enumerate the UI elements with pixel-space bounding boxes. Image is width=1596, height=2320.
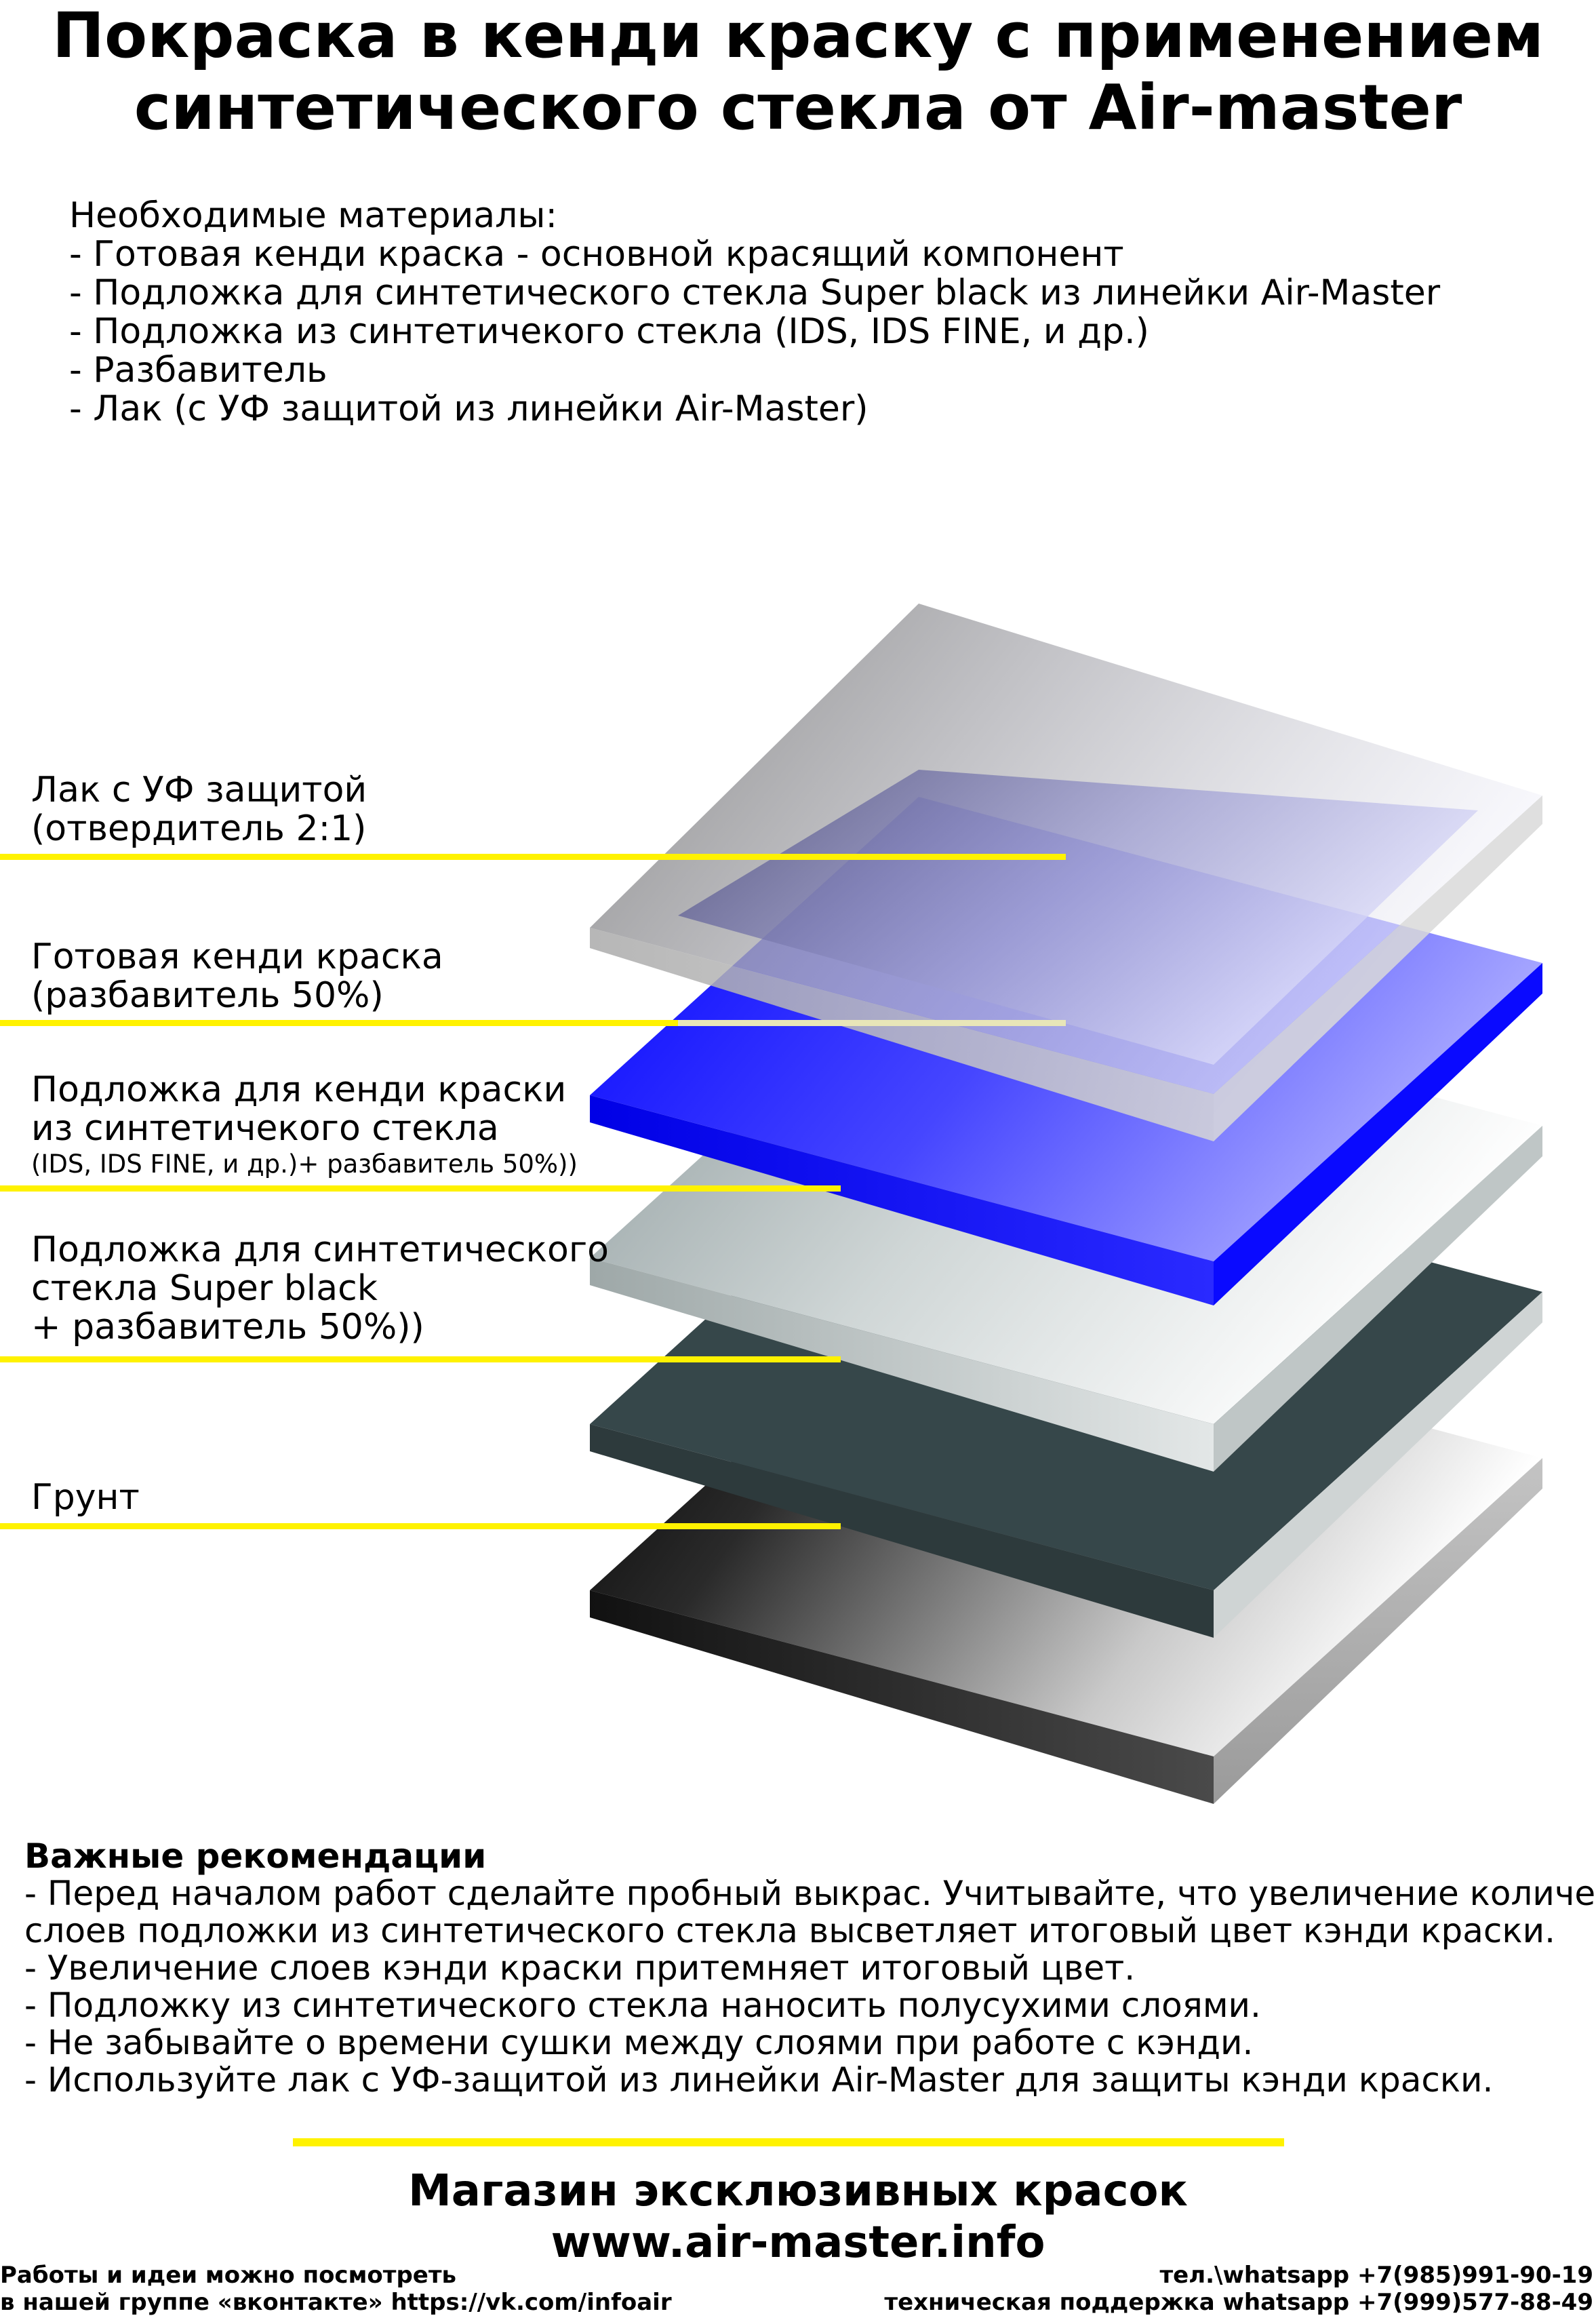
glass-base-label-line: Подложка для кенди краски xyxy=(31,1069,567,1110)
footer-social: Работы и идеи можно посмотреть в нашей г… xyxy=(0,2262,672,2316)
recommendation-item: - Не забывайте о времени сушки между сло… xyxy=(24,2023,1254,2062)
recommendation-item: - Используйте лак с УФ-защитой из линейк… xyxy=(24,2060,1494,2100)
title-line-2: синтетического стекла от Air-master xyxy=(134,71,1462,144)
materials-item: - Разбавитель xyxy=(69,350,327,391)
footer-social-line: Работы и идеи можно посмотреть xyxy=(0,2262,457,2289)
materials-list: Необходимые материалы: - Готовая кенди к… xyxy=(69,197,1440,429)
super-black-label-line: + разбавитель 50%)) xyxy=(31,1307,424,1348)
glass-base-label-line: из синтетичекого стекла xyxy=(31,1108,499,1149)
super-black-label: Подложка для синтетического стекла Super… xyxy=(31,1231,609,1347)
layer-stack-diagram xyxy=(0,604,1542,1804)
materials-item: - Подложка из синтетичекого стекла (IDS,… xyxy=(69,311,1149,352)
separator-line xyxy=(293,2138,1284,2146)
super-black-leader-line xyxy=(0,1356,841,1362)
recommendation-item: слоев подложки из синтетического стекла … xyxy=(24,1911,1556,1950)
materials-heading: Необходимые материалы: xyxy=(69,195,557,236)
primer-label-line: Грунт xyxy=(31,1477,140,1518)
lacquer-label: Лак с УФ защитой (отвердитель 2:1) xyxy=(31,771,367,848)
lacquer-label-line: Лак с УФ защитой xyxy=(31,770,367,810)
glass-base-label-note: (IDS, IDS FINE, и др.)+ разбавитель 50%)… xyxy=(31,1149,578,1179)
super-black-label-line: стекла Super black xyxy=(31,1268,378,1309)
page-title: Покраска в кенди краску с применением си… xyxy=(0,0,1596,144)
shop-name: Магазин эксклюзивных красок xyxy=(408,2166,1188,2216)
primer-label: Грунт xyxy=(31,1478,140,1517)
recommendation-item: - Подложку из синтетического стекла нано… xyxy=(24,1986,1261,2025)
super-black-label-line: Подложка для синтетического xyxy=(31,1230,609,1270)
candy-label: Готовая кенди краска (разбавитель 50%) xyxy=(31,938,443,1015)
primer-leader-line xyxy=(0,1523,841,1529)
candy-leader-line xyxy=(0,1020,678,1026)
lacquer-layer xyxy=(590,604,1542,1141)
materials-item: - Подложка для синтетического стекла Sup… xyxy=(69,273,1441,313)
recommendations-heading: Важные рекомендации xyxy=(24,1836,487,1876)
footer-social-link[interactable]: в нашей группе «вконтакте» https://vk.co… xyxy=(0,2289,672,2316)
glass-base-leader-line xyxy=(0,1185,841,1192)
shop-website-link[interactable]: www.air-master.info xyxy=(551,2218,1045,2268)
glass-base-label: Подложка для кенди краски из синтетичеко… xyxy=(31,1071,578,1181)
footer-contacts: тел.\whatsapp +7(985)991-90-19 техническ… xyxy=(884,2262,1593,2316)
materials-item: - Лак (с УФ защитой из линейки Air-Maste… xyxy=(69,389,869,429)
candy-leader-line-faded xyxy=(678,1020,1066,1026)
lacquer-label-line: (отвердитель 2:1) xyxy=(31,808,367,849)
materials-item: - Готовая кенди краска - основной красящ… xyxy=(69,234,1124,275)
candy-label-line: Готовая кенди краска xyxy=(31,937,443,977)
recommendations: Важные рекомендации - Перед началом рабо… xyxy=(24,1838,1596,2099)
recommendation-item: - Перед началом работ сделайте пробный в… xyxy=(24,1874,1596,1913)
footer-phone: тел.\whatsapp +7(985)991-90-19 xyxy=(1159,2262,1593,2289)
footer-support-phone: техническая поддержка whatsapp +7(999)57… xyxy=(884,2289,1593,2316)
lacquer-leader-line xyxy=(0,854,1066,860)
candy-label-line: (разбавитель 50%) xyxy=(31,975,384,1016)
title-line-1: Покраска в кенди краску с применением xyxy=(52,0,1544,72)
shop-block: Магазин эксклюзивных красок www.air-mast… xyxy=(0,2165,1596,2268)
recommendation-item: - Увеличение слоев кэнди краски притемня… xyxy=(24,1948,1136,1988)
